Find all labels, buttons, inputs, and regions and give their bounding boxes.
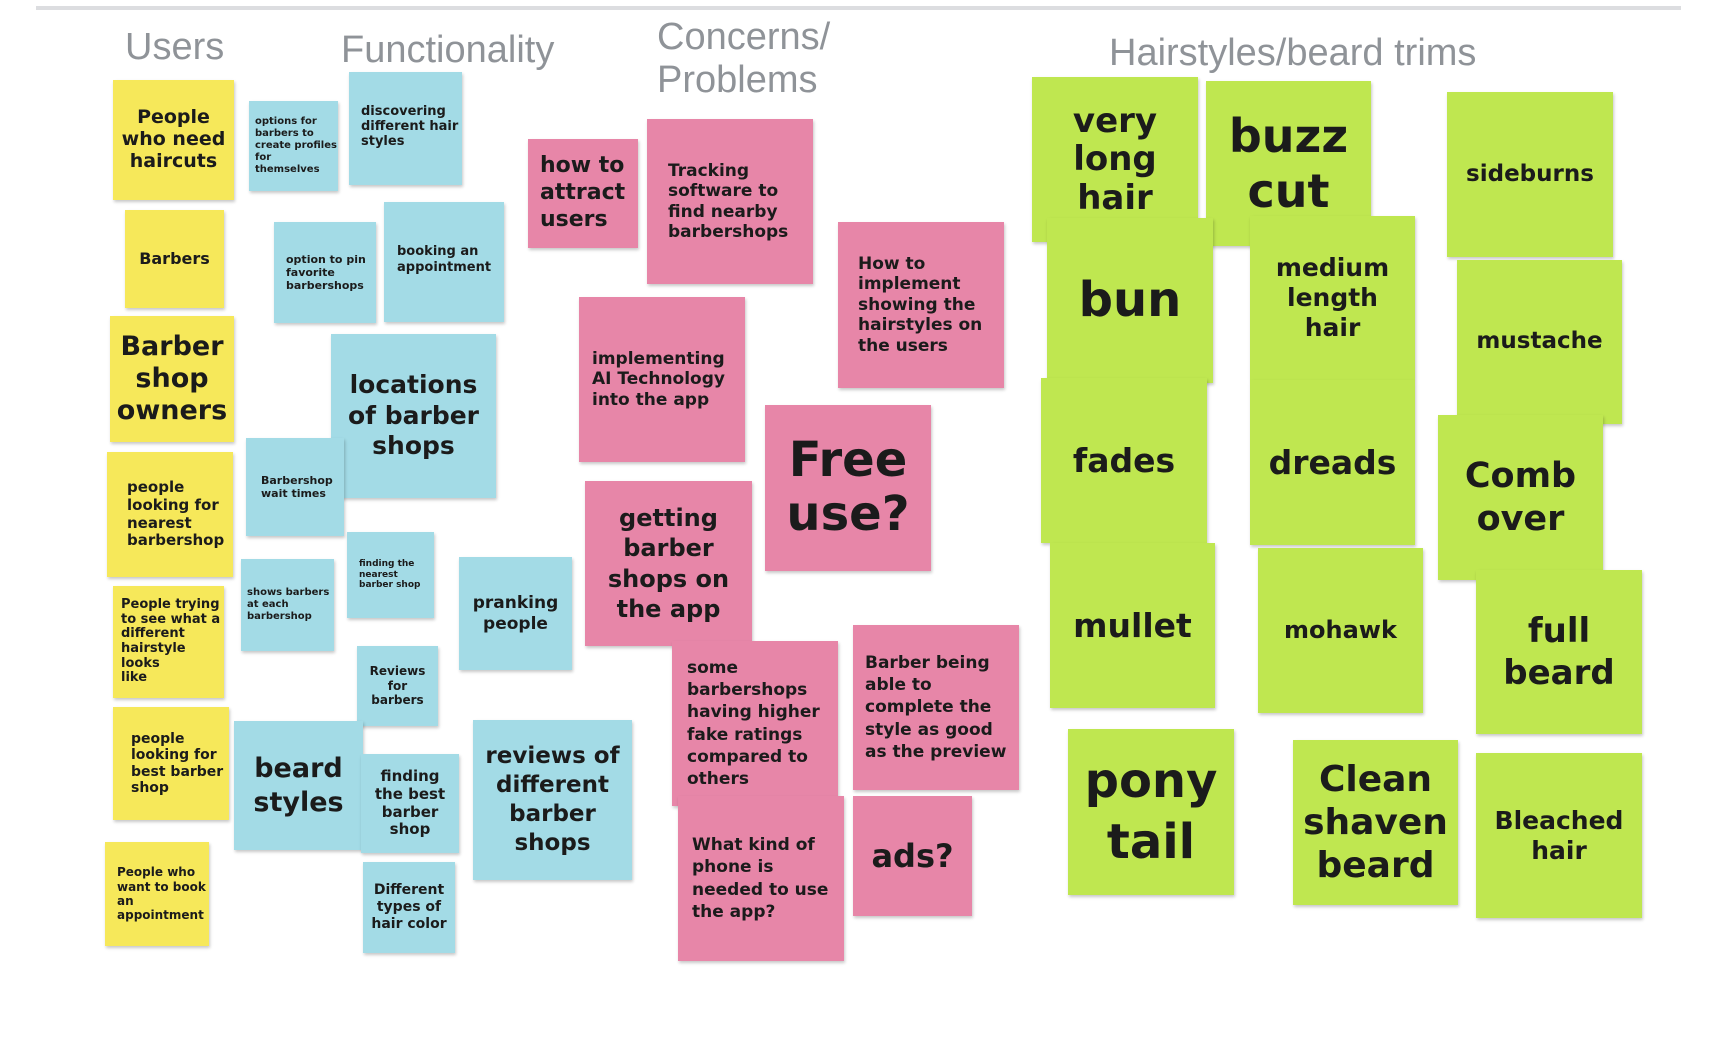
sticky-note-functionality[interactable]: finding the nearest barber shop bbox=[347, 532, 434, 618]
sticky-note-hairstyles[interactable]: medium length hair bbox=[1250, 216, 1415, 380]
sticky-note-text: Bleached hair bbox=[1494, 805, 1624, 865]
sticky-note-text: discovering different hair styles bbox=[361, 104, 459, 150]
heading-hairstyles: Hairstyles/beard trims bbox=[1109, 32, 1477, 74]
sticky-note-text: pranking people bbox=[472, 593, 559, 634]
sticky-note-text: options for barbers to create profiles f… bbox=[255, 116, 337, 175]
heading-functionality: Functionality bbox=[341, 29, 555, 71]
sticky-note-text: pony tail bbox=[1084, 752, 1218, 870]
sticky-note-text: fades bbox=[1072, 440, 1176, 480]
sticky-note-hairstyles[interactable]: sideburns bbox=[1447, 92, 1613, 257]
sticky-note-text: People who want to book an appointment bbox=[117, 865, 206, 923]
sticky-note-functionality[interactable]: booking an appointment bbox=[384, 202, 504, 322]
sticky-note-text: dreads bbox=[1268, 442, 1397, 482]
sticky-note-concerns[interactable]: getting barber shops on the app bbox=[585, 481, 752, 646]
sticky-note-text: getting barber shops on the app bbox=[607, 503, 730, 623]
sticky-note-text: mohawk bbox=[1284, 616, 1397, 645]
sticky-note-users[interactable]: People who need haircuts bbox=[113, 80, 234, 200]
sticky-note-concerns[interactable]: Free use? bbox=[765, 405, 931, 571]
sticky-note-text: bun bbox=[1078, 271, 1182, 328]
sticky-note-text: shows barbers at each barbershop bbox=[247, 587, 330, 622]
sticky-note-text: how to attract users bbox=[540, 153, 626, 232]
sticky-note-functionality[interactable]: option to pin favorite barbershops bbox=[274, 222, 376, 323]
sticky-note-text: What kind of phone is needed to use the … bbox=[692, 835, 829, 922]
sticky-note-hairstyles[interactable]: Clean shaven beard bbox=[1293, 740, 1458, 905]
sticky-note-text: Tracking software to find nearby barbers… bbox=[668, 160, 789, 242]
sticky-note-text: reviews of different barber shops bbox=[485, 742, 620, 857]
sticky-note-functionality[interactable]: discovering different hair styles bbox=[349, 72, 462, 185]
sticky-note-hairstyles[interactable]: Bleached hair bbox=[1476, 753, 1642, 918]
sticky-note-text: implementing AI Technology into the app bbox=[592, 348, 725, 410]
sticky-note-concerns[interactable]: What kind of phone is needed to use the … bbox=[678, 796, 844, 961]
sticky-note-functionality[interactable]: pranking people bbox=[459, 557, 572, 670]
sticky-note-text: booking an appointment bbox=[397, 244, 492, 275]
sticky-note-hairstyles[interactable]: mullet bbox=[1050, 543, 1215, 708]
sticky-note-text: buzz cut bbox=[1228, 109, 1349, 218]
sticky-note-text: medium length hair bbox=[1275, 253, 1390, 342]
heading-concerns: Concerns/ Problems bbox=[657, 16, 831, 101]
sticky-note-functionality[interactable]: locations of barber shops bbox=[331, 334, 496, 498]
sticky-note-concerns[interactable]: Barber being able to complete the style … bbox=[853, 625, 1019, 790]
sticky-note-concerns[interactable]: Tracking software to find nearby barbers… bbox=[647, 119, 813, 284]
sticky-note-functionality[interactable]: reviews of different barber shops bbox=[473, 720, 632, 880]
sticky-note-text: locations of barber shops bbox=[347, 370, 480, 461]
sticky-note-text: finding the best barber shop bbox=[374, 767, 446, 839]
sticky-note-functionality[interactable]: shows barbers at each barbershop bbox=[241, 559, 334, 651]
sticky-note-text: Barbershop wait times bbox=[261, 474, 333, 501]
sticky-note-text: Barbers bbox=[139, 248, 210, 268]
sticky-note-hairstyles[interactable]: mustache bbox=[1457, 260, 1622, 424]
sticky-note-concerns[interactable]: how to attract users bbox=[528, 139, 638, 248]
sticky-note-text: mustache bbox=[1476, 328, 1603, 355]
sticky-note-text: people looking for best barber shop bbox=[131, 731, 224, 796]
top-border bbox=[36, 6, 1681, 10]
sticky-note-hairstyles[interactable]: bun bbox=[1047, 218, 1213, 383]
sticky-note-text: Barber shop owners bbox=[116, 331, 228, 426]
sticky-note-text: beard styles bbox=[253, 752, 344, 818]
sticky-note-text: sideburns bbox=[1466, 160, 1594, 187]
sticky-note-users[interactable]: People who want to book an appointment bbox=[105, 842, 209, 946]
heading-users: Users bbox=[125, 26, 225, 68]
sticky-note-text: full beard bbox=[1503, 610, 1615, 694]
sticky-note-functionality[interactable]: Reviews for barbers bbox=[357, 646, 438, 726]
sticky-note-text: Reviews for barbers bbox=[369, 664, 426, 708]
sticky-note-text: some barbershops having higher fake rati… bbox=[687, 658, 820, 789]
sticky-note-text: Free use? bbox=[786, 432, 910, 542]
sticky-note-hairstyles[interactable]: very long hair bbox=[1032, 77, 1198, 242]
sticky-note-text: mullet bbox=[1073, 605, 1192, 645]
sticky-note-users[interactable]: Barbers bbox=[125, 210, 224, 308]
sticky-note-hairstyles[interactable]: dreads bbox=[1250, 380, 1415, 545]
sticky-note-users[interactable]: people looking for best barber shop bbox=[113, 707, 229, 820]
sticky-note-functionality[interactable]: options for barbers to create profiles f… bbox=[249, 101, 338, 191]
sticky-note-text: very long hair bbox=[1072, 101, 1158, 218]
sticky-note-text: People trying to see what a different ha… bbox=[121, 596, 221, 686]
sticky-note-text: ads? bbox=[871, 836, 954, 875]
sticky-note-users[interactable]: Barber shop owners bbox=[110, 316, 234, 442]
sticky-note-text: Different types of hair color bbox=[371, 882, 447, 932]
sticky-note-users[interactable]: People trying to see what a different ha… bbox=[113, 586, 224, 698]
sticky-note-concerns[interactable]: some barbershops having higher fake rati… bbox=[672, 641, 838, 806]
sticky-note-text: Barber being able to complete the style … bbox=[865, 653, 1007, 762]
sticky-note-functionality[interactable]: finding the best barber shop bbox=[361, 754, 459, 853]
sticky-note-text: How to implement showing the hairstyles … bbox=[858, 254, 983, 356]
sticky-note-functionality[interactable]: Barbershop wait times bbox=[246, 438, 344, 536]
sticky-note-concerns[interactable]: How to implement showing the hairstyles … bbox=[838, 222, 1004, 388]
sticky-note-hairstyles[interactable]: fades bbox=[1041, 378, 1207, 543]
sticky-note-functionality[interactable]: Different types of hair color bbox=[363, 862, 455, 953]
sticky-note-text: People who need haircuts bbox=[121, 106, 226, 172]
sticky-note-hairstyles[interactable]: Comb over bbox=[1438, 415, 1603, 580]
sticky-note-hairstyles[interactable]: mohawk bbox=[1258, 548, 1423, 713]
sticky-note-concerns[interactable]: ads? bbox=[853, 796, 972, 916]
sticky-note-concerns[interactable]: implementing AI Technology into the app bbox=[579, 297, 745, 462]
sticky-note-text: Comb over bbox=[1464, 455, 1577, 539]
sticky-note-users[interactable]: people looking for nearest barbershop bbox=[107, 452, 233, 577]
sticky-note-hairstyles[interactable]: full beard bbox=[1476, 570, 1642, 734]
sticky-note-text: people looking for nearest barbershop bbox=[127, 478, 225, 550]
sticky-note-functionality[interactable]: beard styles bbox=[234, 721, 363, 850]
sticky-note-text: finding the nearest barber shop bbox=[359, 558, 421, 591]
sticky-note-hairstyles[interactable]: pony tail bbox=[1068, 729, 1234, 895]
sticky-note-text: Clean shaven beard bbox=[1303, 758, 1448, 887]
sticky-note-text: option to pin favorite barbershops bbox=[286, 252, 366, 293]
